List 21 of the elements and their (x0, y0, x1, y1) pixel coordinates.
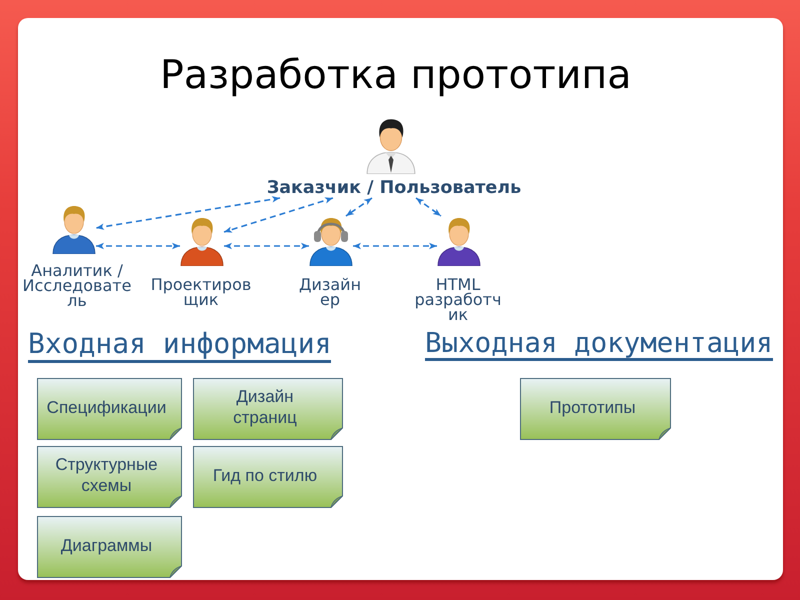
dashed-double-arrow (416, 197, 442, 217)
section-heading: Входная информация (28, 329, 332, 363)
note-text: Спецификации (46, 396, 166, 418)
role-label: Аналитик / Исследователь (22, 263, 132, 308)
dashed-double-arrow (346, 197, 372, 217)
note-text: Дизайн страниц (232, 386, 298, 428)
role-label: HTML разработчик (414, 277, 502, 322)
note-text: Прототипы (549, 396, 636, 418)
dashed-double-arrow (224, 242, 309, 250)
dashed-double-arrow (96, 196, 280, 230)
role-label: Заказчик / Пользователь (266, 179, 522, 198)
note-text: Диаграммы (60, 534, 152, 556)
dashed-double-arrow (224, 197, 334, 233)
note-text: Структурные схемы (54, 454, 158, 496)
dashed-double-arrow (96, 242, 180, 250)
section-heading: Выходная документация (425, 328, 773, 362)
dashed-double-arrow (353, 242, 437, 250)
slide-title: Разработка прототипа (160, 52, 632, 100)
role-label: Проектировщик (150, 277, 252, 307)
role-label: Дизайнер (298, 277, 362, 307)
note-text: Гид по стилю (212, 464, 318, 486)
